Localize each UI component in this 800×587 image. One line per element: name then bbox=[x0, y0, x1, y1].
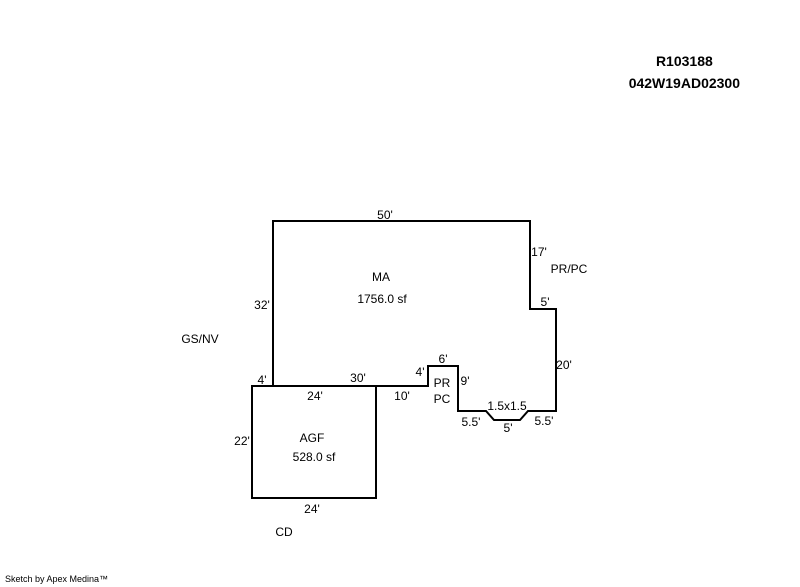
porch-label-line2: PC bbox=[434, 392, 451, 406]
parcel-header: R103188 042W19AD02300 bbox=[629, 50, 740, 94]
dim-bay-mid: 5' bbox=[504, 421, 513, 435]
garage-area-size: 528.0 sf bbox=[293, 450, 336, 464]
dim-top: 50' bbox=[377, 208, 393, 222]
dim-porch-bottom-left: 10' bbox=[394, 389, 410, 403]
main-area-size: 1756.0 sf bbox=[357, 292, 407, 306]
main-area-outline bbox=[272, 220, 557, 421]
dim-garage-left: 22' bbox=[234, 434, 250, 448]
cd-label: CD bbox=[275, 525, 293, 539]
dim-right-lower: 20' bbox=[556, 358, 572, 372]
dim-right-upper: 17' bbox=[531, 245, 547, 259]
dim-ma-bottom: 30' bbox=[350, 371, 366, 385]
parcel-id: R103188 bbox=[655, 53, 713, 69]
dim-bay-right: 5.5' bbox=[535, 414, 554, 428]
dim-garage-bottom: 24' bbox=[304, 502, 320, 516]
garage-outline bbox=[251, 385, 377, 499]
pr-pc-label: PR/PC bbox=[551, 262, 588, 276]
gs-nv-label: GS/NV bbox=[181, 332, 218, 346]
dim-porch-right: 9' bbox=[461, 374, 470, 388]
dim-porch-top: 6' bbox=[439, 352, 448, 366]
map-number: 042W19AD02300 bbox=[628, 75, 740, 91]
dim-porch-left: 4' bbox=[416, 365, 425, 379]
bay-label: 1.5x1.5 bbox=[487, 399, 527, 413]
porch-label-line1: PR bbox=[434, 376, 451, 390]
dim-step-right: 5' bbox=[541, 295, 550, 309]
dim-bay-left: 5.5' bbox=[462, 415, 481, 429]
dim-left-step: 4' bbox=[258, 373, 267, 387]
main-area-code: MA bbox=[372, 270, 390, 284]
sketch-credit: Sketch by Apex Medina™ bbox=[5, 574, 109, 584]
dim-garage-top: 24' bbox=[307, 389, 323, 403]
dim-left-main: 32' bbox=[254, 298, 270, 312]
garage-area-code: AGF bbox=[300, 431, 325, 445]
